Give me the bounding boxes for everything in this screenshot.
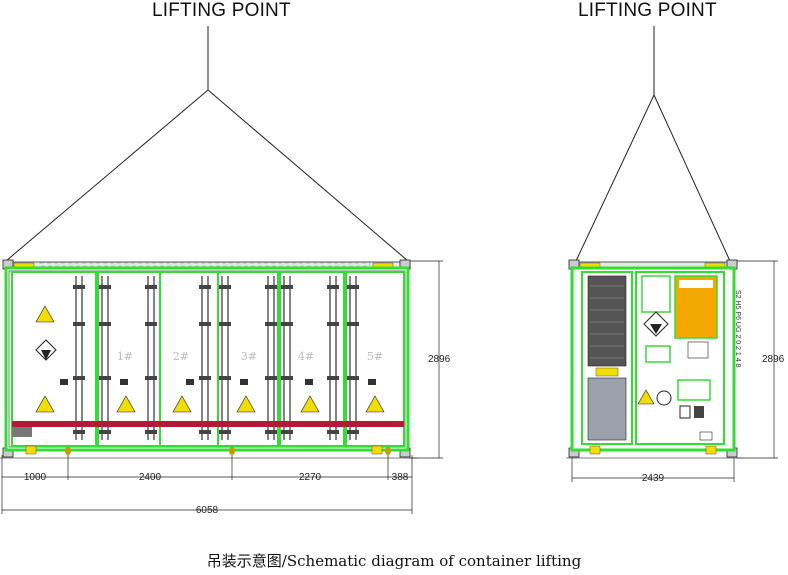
side-width-dimension bbox=[571, 458, 735, 482]
total-length-value: 6058 bbox=[196, 505, 219, 516]
dim-1000: 1000 bbox=[24, 472, 47, 483]
diagram-caption: 吊装示意图/Schematic diagram of container lif… bbox=[206, 552, 582, 570]
side-height-dimension bbox=[737, 260, 778, 459]
red-band bbox=[12, 421, 404, 427]
front-bottom-dimensions bbox=[1, 455, 413, 514]
lifting-slings-side bbox=[575, 94, 731, 262]
side-width-value: 2439 bbox=[642, 473, 665, 484]
lifting-point-label-left: LIFTING POINT bbox=[152, 0, 291, 21]
side-height-value: 2896 bbox=[762, 354, 785, 365]
dim-388: 388 bbox=[392, 472, 409, 483]
lifting-point-label-right: LIFTING POINT bbox=[578, 0, 717, 21]
container-side-view bbox=[566, 259, 742, 459]
door-label: 3# bbox=[241, 350, 257, 363]
dim-2400: 2400 bbox=[139, 472, 162, 483]
door-label: 2# bbox=[173, 350, 189, 363]
lifting-slings-front bbox=[5, 89, 409, 262]
door-label: 1# bbox=[117, 350, 133, 363]
container-front-view bbox=[0, 259, 418, 459]
front-height-dimension bbox=[410, 260, 443, 459]
dim-2270: 2270 bbox=[299, 472, 322, 483]
front-height-value: 2896 bbox=[428, 354, 451, 365]
door-label: 4# bbox=[298, 350, 314, 363]
warning-triangles bbox=[35, 305, 385, 413]
door-label: 5# bbox=[367, 350, 383, 363]
side-edge-text: S2 H5 P6 UG 2 0 2 1 4 8 bbox=[734, 290, 741, 368]
